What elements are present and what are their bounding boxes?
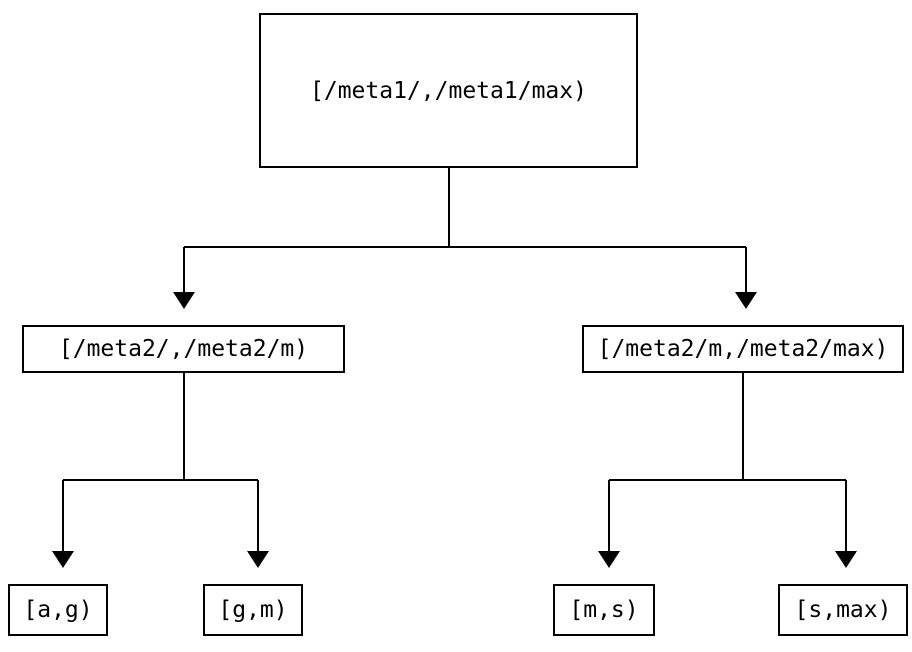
node-leaf-4: [s,max): [778, 584, 908, 636]
arrowhead-icon: [173, 292, 195, 309]
node-root: [/meta1/,/meta1/max): [259, 13, 638, 168]
node-leaf-2-label: [g,m): [218, 597, 288, 623]
node-leaf-3: [m,s): [553, 584, 655, 636]
arrowhead-icon: [52, 551, 74, 568]
node-right-child-label: [/meta2/m,/meta2/max): [597, 336, 889, 362]
node-leaf-3-label: [m,s): [569, 597, 639, 623]
arrowhead-icon: [598, 551, 620, 568]
node-leaf-1: [a,g): [8, 584, 108, 636]
edge-left-child-to-leaves: [52, 373, 269, 568]
node-leaf-2: [g,m): [203, 584, 303, 636]
edge-right-child-to-leaves: [598, 373, 857, 568]
arrowhead-icon: [835, 551, 857, 568]
arrowhead-icon: [735, 292, 757, 309]
node-left-child-label: [/meta2/,/meta2/m): [58, 336, 309, 362]
node-root-label: [/meta1/,/meta1/max): [310, 77, 587, 104]
edge-root-to-children: [173, 168, 757, 309]
arrowhead-icon: [247, 551, 269, 568]
node-leaf-1-label: [a,g): [23, 597, 93, 623]
node-right-child: [/meta2/m,/meta2/max): [582, 325, 904, 373]
node-left-child: [/meta2/,/meta2/m): [22, 325, 345, 373]
node-leaf-4-label: [s,max): [794, 597, 892, 623]
